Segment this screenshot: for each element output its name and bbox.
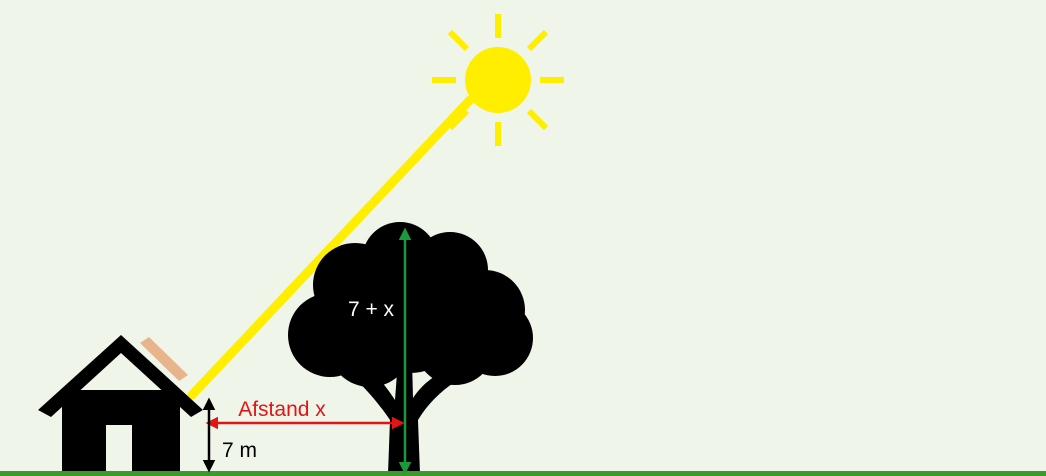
tree-height-label: 7 + x [348,298,395,321]
ground-line [0,471,1046,476]
sun-icon [432,14,564,146]
tree-icon [288,222,533,474]
solar-panel [140,337,188,381]
house-height-label: 7 m [222,439,257,462]
distance-label: Afstand x [238,398,326,421]
house-icon [38,335,203,476]
sun-ray [187,95,475,400]
